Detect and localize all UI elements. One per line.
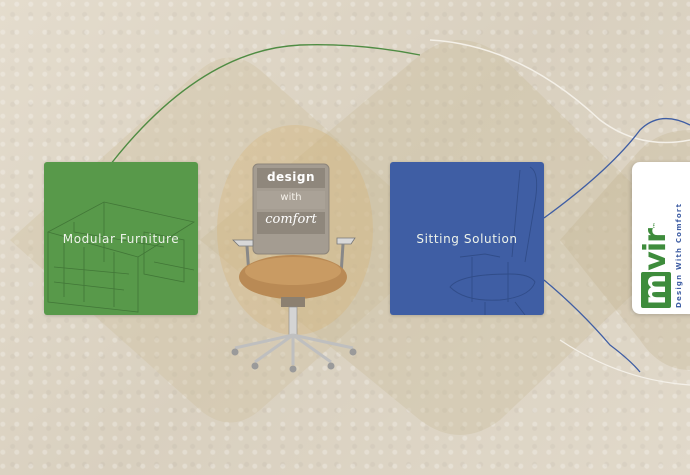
bg-diamond-left [10,57,450,423]
sitting-solution-label: Sitting Solution [416,231,518,246]
modular-furniture-card[interactable]: Modular Furniture [44,162,198,315]
white-connector-lower [559,339,690,386]
modular-furniture-label: Modular Furniture [62,231,180,246]
logo-wordmark: mvir™ [638,208,673,308]
modular-furniture-sketch-icon [46,201,196,313]
chair-text-with: with [280,192,302,203]
logo-vir: vir [638,229,673,271]
logo-trademark: ™ [652,223,660,230]
white-connector-line [429,39,690,144]
office-chair-icon [231,163,357,373]
green-connector-line [109,44,421,166]
chair-illustration: design with comfort [225,150,365,380]
logo-content: mvir™ Design With Comfort [638,168,690,308]
sitting-solution-sketch-icon [449,166,538,315]
logo-m: m [638,271,673,308]
mvir-logo[interactable]: mvir™ Design With Comfort [632,162,690,314]
chair-text-comfort: comfort [265,212,317,227]
blue-connector-bottom [543,279,641,373]
chair-text-design: design [266,170,316,184]
blue-connector-top [543,118,690,219]
sitting-solution-card[interactable]: Sitting Solution [390,162,544,315]
logo-tagline: Design With Comfort [675,202,683,308]
